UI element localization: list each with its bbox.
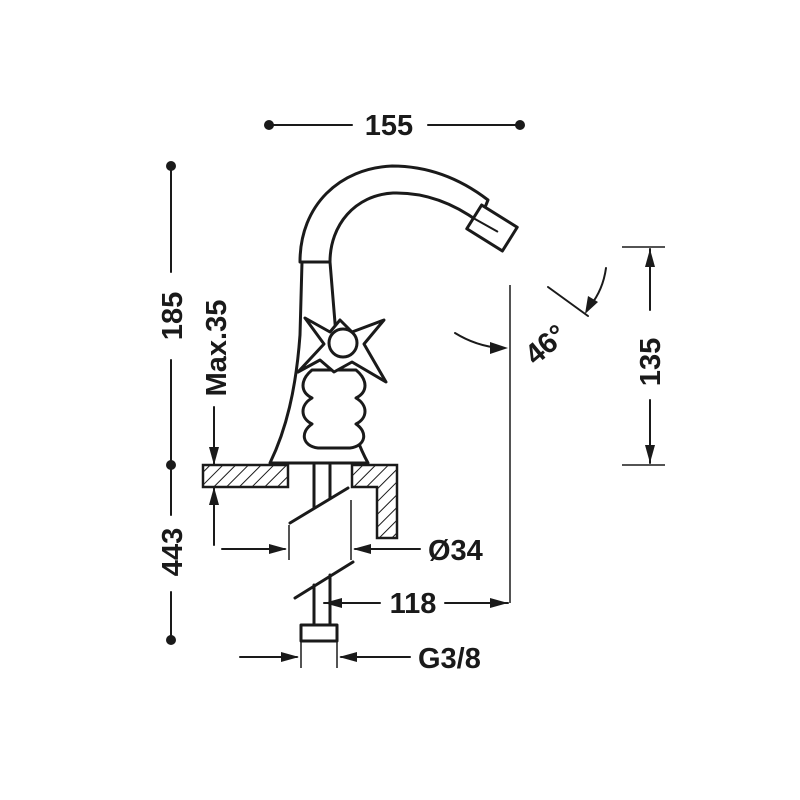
deck-left-hatch	[201, 463, 290, 489]
dim-185: 185	[157, 161, 189, 470]
dim-diameter-34-label: Ø34	[428, 535, 483, 567]
dim-diameter-34: Ø34	[221, 500, 483, 567]
dim-155: 155	[264, 110, 525, 142]
faucet-spout	[298, 164, 490, 264]
dim-135-label: 135	[635, 338, 667, 386]
countertop-section	[201, 463, 399, 540]
dim-g38: G3/8	[239, 641, 481, 675]
dim-g38-label: G3/8	[418, 643, 481, 675]
aerator-ring	[467, 214, 499, 233]
dim-max35: Max.35	[201, 300, 233, 546]
dim-155-label: 155	[365, 110, 413, 142]
dim-118: 118	[323, 588, 509, 620]
dim-46-label: 46°	[519, 319, 573, 372]
handle-cap	[327, 327, 359, 359]
pipe-connector	[299, 623, 339, 643]
supply-pipe	[288, 463, 355, 643]
dim-135: 135	[622, 246, 667, 466]
dim-max35-label: Max.35	[201, 300, 233, 397]
dim-443-label: 443	[157, 528, 189, 576]
dim-118-label: 118	[390, 588, 437, 620]
dim-185-label: 185	[157, 292, 189, 340]
faucet-body	[268, 164, 519, 465]
pipe-break-lower	[293, 560, 355, 600]
deck-right-hatch	[350, 463, 399, 540]
dim-443: 443	[157, 464, 189, 645]
valve-cartridge	[301, 368, 367, 450]
pipe-break-upper	[288, 486, 350, 525]
